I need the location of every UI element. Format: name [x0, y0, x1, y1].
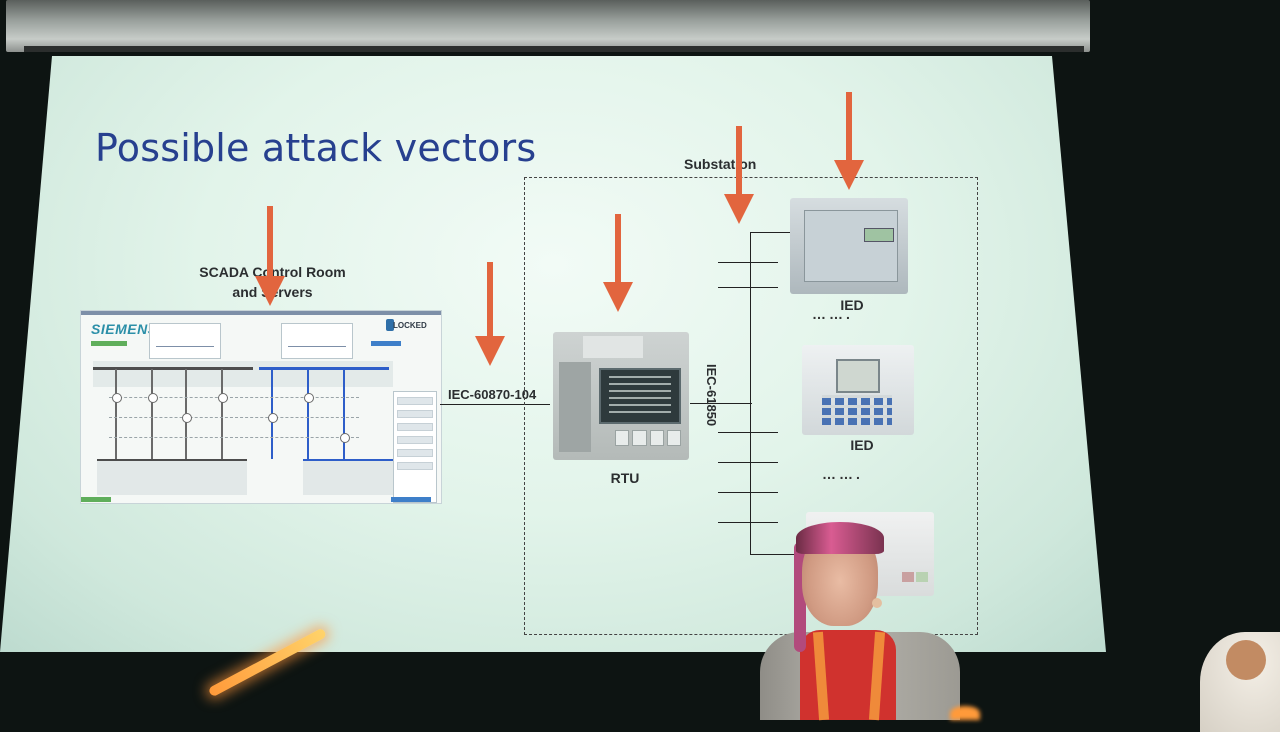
projector-screen-housing: [6, 0, 1090, 52]
siemens-logo: SIEMENS: [91, 321, 158, 337]
ied-device-image: [802, 345, 914, 435]
lower-busbar-area: [97, 459, 247, 495]
iec-60870-104-label: IEC-60870-104: [448, 387, 537, 402]
rtu-to-bus-line: [690, 403, 752, 404]
ied-indicator: [902, 572, 914, 582]
audience-person-arm: [1226, 640, 1266, 680]
alarm-row: [397, 423, 433, 431]
switchgear-row: [109, 397, 359, 406]
alarm-row: [397, 397, 433, 405]
busbar-line: [259, 367, 389, 370]
bus-tap-line: [718, 522, 778, 523]
feeder-line: [221, 369, 223, 459]
bus-tap-line: [718, 262, 778, 263]
rtu-key: [666, 430, 681, 446]
ied-label: IED: [850, 437, 874, 453]
bus-tap-line: [718, 432, 778, 433]
ied-lcd: [864, 228, 894, 242]
bus-tap-line: [718, 492, 778, 493]
alarm-row: [397, 449, 433, 457]
breaker-symbol: [182, 413, 192, 423]
substation-label: Substation: [684, 156, 757, 172]
feeder-line: [115, 369, 117, 459]
status-indicator: [91, 341, 127, 346]
ied-link-line: [750, 554, 806, 555]
scada-hmi-screenshot: SIEMENS LOCKED: [80, 310, 442, 504]
alarm-row: [397, 462, 433, 470]
rtu-key: [632, 430, 647, 446]
status-indicator: [81, 497, 111, 502]
ied-lcd: [836, 359, 880, 393]
substation-boundary: [524, 177, 978, 635]
breaker-symbol: [304, 393, 314, 403]
feeder-line: [307, 369, 309, 459]
bus-tap-line: [718, 462, 778, 463]
scada-title-bar: [81, 311, 441, 315]
rtu-keypad: [615, 430, 681, 446]
busbar-line: [93, 367, 253, 370]
lower-busbar-area: [303, 459, 393, 495]
bus-tap-line: [718, 287, 778, 288]
presenter-hair: [796, 522, 884, 554]
rtu-label: RTU: [610, 470, 640, 486]
rtu-key: [615, 430, 630, 446]
presenter: [760, 522, 960, 721]
rtu-key: [649, 430, 664, 446]
alarm-list-panel: [393, 391, 437, 503]
ellipsis-dots: …….: [812, 306, 853, 322]
rtu-top-module: [583, 336, 643, 358]
busbar-area: [93, 361, 393, 387]
projector-housing-slot: [24, 46, 1084, 52]
breaker-symbol: [268, 413, 278, 423]
ied-keypad: [822, 395, 892, 425]
feeder-line: [343, 369, 345, 459]
ellipsis-dots: …….: [822, 466, 863, 482]
feeder-line: [151, 369, 153, 459]
iec-61850-label: IEC-61850: [704, 364, 719, 427]
status-indicator: [391, 497, 431, 502]
breaker-symbol: [340, 433, 350, 443]
iec-61850-bus-line: [750, 232, 751, 554]
iec-104-link-line: [440, 404, 550, 405]
slide-title: Possible attack vectors: [95, 126, 537, 170]
ied-front-panel: [804, 210, 898, 282]
rtu-side-module: [559, 362, 591, 452]
breaker-symbol: [148, 393, 158, 403]
trend-chart-panel: [281, 323, 353, 359]
alarm-row: [397, 436, 433, 444]
ied-indicator: [916, 572, 928, 582]
breaker-symbol: [218, 393, 228, 403]
headset-mic-icon: [872, 598, 882, 608]
breaker-symbol: [112, 393, 122, 403]
ied-label: IED: [840, 297, 864, 313]
rtu-device-image: [553, 332, 689, 460]
rtu-display: [599, 368, 681, 424]
status-indicator: [371, 341, 401, 346]
switchgear-row: [109, 437, 359, 446]
ied-device-image: [790, 198, 908, 294]
locked-status-label: LOCKED: [393, 321, 427, 330]
stage-light: [950, 706, 980, 720]
lock-icon: [386, 319, 394, 331]
switchgear-row: [109, 417, 359, 426]
alarm-row: [397, 410, 433, 418]
trend-chart-panel: [149, 323, 221, 359]
ied-link-line: [750, 232, 790, 233]
